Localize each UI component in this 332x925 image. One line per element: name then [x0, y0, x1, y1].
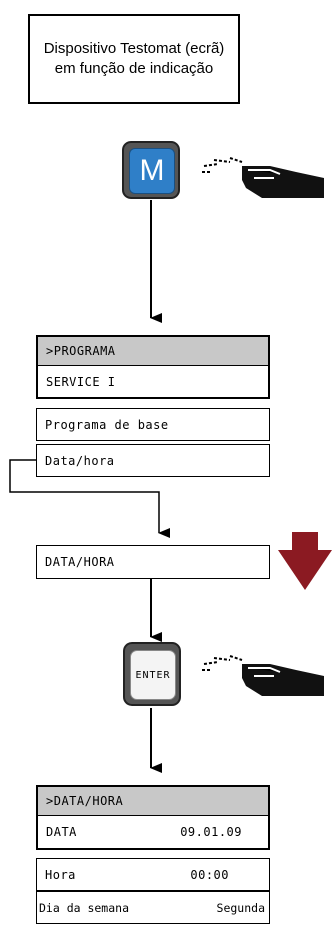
menu1-item-programa-de-base[interactable]: Programa de base — [36, 408, 270, 441]
pointing-hand-icon — [202, 655, 324, 696]
datahora-box[interactable]: DATA/HORA — [36, 545, 270, 579]
title-box: Dispositivo Testomat (ecrã) em função de… — [28, 14, 240, 104]
menu2-row-hora[interactable]: Hora 00:00 — [36, 858, 270, 891]
m-button-label: M — [139, 154, 165, 187]
menu1-item-data-hora[interactable]: Data/hora — [36, 444, 270, 477]
enter-button[interactable]: ENTER — [123, 642, 181, 706]
menu2-row-dia-da-semana[interactable]: Dia da semana Segunda — [36, 891, 270, 924]
pointing-hand-icon — [202, 157, 324, 198]
menu2-row-data[interactable]: DATA 09.01.09 — [36, 816, 270, 850]
title-text: Dispositivo Testomat (ecrã) em função de… — [43, 40, 225, 77]
menu2-row-label: DATA — [46, 825, 77, 839]
menu2-row-value: 00:00 — [190, 867, 229, 882]
menu2-row-value: Segunda — [216, 900, 265, 915]
menu2-row-value: 09.01.09 — [180, 825, 242, 839]
menu2-row-label: Dia da semana — [39, 900, 130, 915]
red-down-arrow-icon — [278, 532, 332, 590]
connector-line — [9, 459, 170, 538]
menu1-header: >PROGRAMA — [36, 335, 270, 366]
enter-button-label: ENTER — [135, 669, 171, 681]
menu1-selected-item[interactable]: SERVICE I — [36, 366, 270, 399]
menu2-row-label: Hora — [45, 867, 76, 882]
m-button[interactable]: M — [122, 141, 180, 199]
menu2-header: >DATA/HORA — [36, 785, 270, 816]
